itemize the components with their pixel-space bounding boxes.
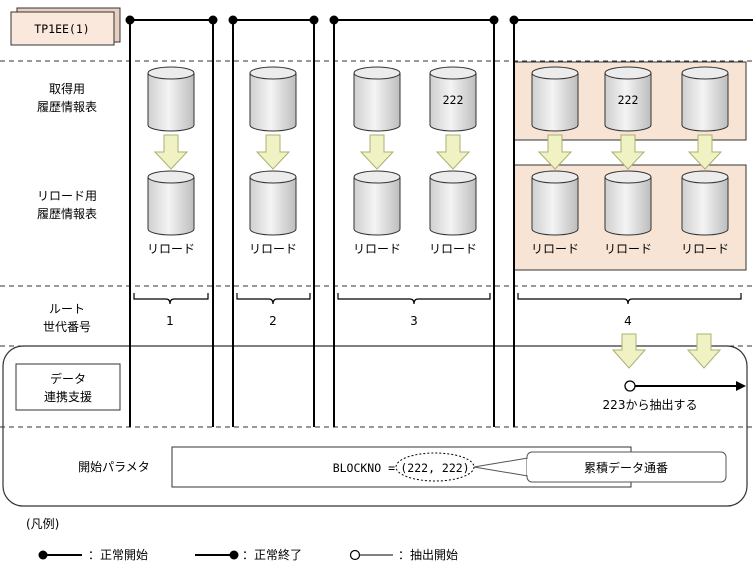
- generation-number-4: 4: [624, 314, 632, 328]
- svg-text:：正常終了: ：正常終了: [242, 547, 302, 562]
- svg-text:：正常開始: ：正常開始: [88, 548, 148, 562]
- acquire-table-cylinder-1-1: [147, 66, 195, 132]
- row-label-acquire-2: 履歴情報表: [37, 100, 97, 114]
- reload-label-2-1: リロード: [249, 242, 297, 256]
- extraction-start-point: [624, 380, 636, 392]
- reload-label-4-3: リロード: [681, 242, 729, 256]
- legend-normal-end: ：正常終了: [195, 547, 302, 562]
- data-link-area: [2, 345, 748, 507]
- extract-arrow-2: [686, 333, 722, 369]
- acquire-table-cylinder-4-2: [604, 66, 652, 132]
- transfer-arrow-4-3: [687, 134, 723, 170]
- transfer-arrow-3-1: [359, 134, 395, 170]
- legend-extract-start: ：抽出開始: [349, 548, 458, 562]
- system-name: TP1EE(1): [34, 22, 89, 36]
- transfer-arrow-4-2: [610, 134, 646, 170]
- reload-label-4-2: リロード: [604, 242, 652, 256]
- acquire-table-cylinder-2-1: [249, 66, 297, 132]
- extraction-label: 223から抽出する: [603, 398, 698, 412]
- legend-title: (凡例): [26, 517, 59, 531]
- reload-table-cylinder-1-1: [147, 170, 195, 236]
- row-label-reload-1: リロード用: [37, 189, 97, 203]
- acquire-table-cylinder-4-3: [681, 66, 729, 132]
- acquire-table-label-3-2: 222: [443, 93, 464, 107]
- reload-table-cylinder-4-2: [604, 170, 652, 236]
- reload-table-cylinder-2-1: [249, 170, 297, 236]
- system-box: TP1EE(1): [10, 7, 121, 46]
- reload-label-3-1: リロード: [353, 242, 401, 256]
- acquire-table-cylinder-3-2: [429, 66, 477, 132]
- generation-number-2: 2: [269, 314, 277, 328]
- svg-text:：抽出開始: ：抽出開始: [398, 548, 458, 562]
- reload-label-4-1: リロード: [531, 242, 579, 256]
- generation-number-3: 3: [410, 314, 418, 328]
- row-label-root-2: 世代番号: [43, 320, 91, 334]
- extract-arrow-1: [611, 333, 647, 369]
- transfer-arrow-4-1: [537, 134, 573, 170]
- row-label-acquire-1: 取得用: [49, 81, 85, 96]
- timeline-dots: [125, 15, 519, 25]
- reload-table-cylinder-4-1: [531, 170, 579, 236]
- acquire-table-label-4-2: 222: [618, 93, 639, 107]
- extraction-arrowhead: [736, 381, 746, 391]
- data-link-label-1: データ: [50, 371, 86, 386]
- data-link-label-box: [15, 363, 121, 411]
- acquire-table-cylinder-4-1: [531, 66, 579, 132]
- row-label-reload-2: 履歴情報表: [37, 207, 97, 221]
- reload-table-cylinder-3-2: [429, 170, 477, 236]
- parameter-value: (222, 222): [400, 461, 469, 475]
- extract-arrows: [611, 333, 722, 369]
- timeline-lines: [129, 19, 753, 427]
- data-link-label-2: 連携支援: [44, 389, 92, 404]
- reload-table-cylinder-3-1: [353, 170, 401, 236]
- parameter-label: 開始パラメタ: [78, 460, 150, 474]
- generation-braces: [133, 293, 742, 305]
- transfer-arrow-3-2: [435, 134, 471, 170]
- reload-label-1-1: リロード: [147, 242, 195, 256]
- row-label-root-1: ルート: [49, 302, 85, 316]
- transfer-arrow-1-1: [153, 134, 189, 170]
- legend-normal-start: ：正常開始: [38, 548, 148, 562]
- cylinders: リロード リロード リロード 222 リロード リロード 222 リロード リロード: [147, 66, 729, 256]
- reload-table-cylinder-4-3: [681, 170, 729, 236]
- acquire-table-cylinder-3-1: [353, 66, 401, 132]
- reload-label-3-2: リロード: [429, 242, 477, 256]
- parameter-text: BLOCKNO =: [333, 461, 395, 475]
- callout-text: 累積データ通番: [584, 460, 668, 475]
- transfer-arrow-2-1: [255, 134, 291, 170]
- generation-number-1: 1: [166, 314, 174, 328]
